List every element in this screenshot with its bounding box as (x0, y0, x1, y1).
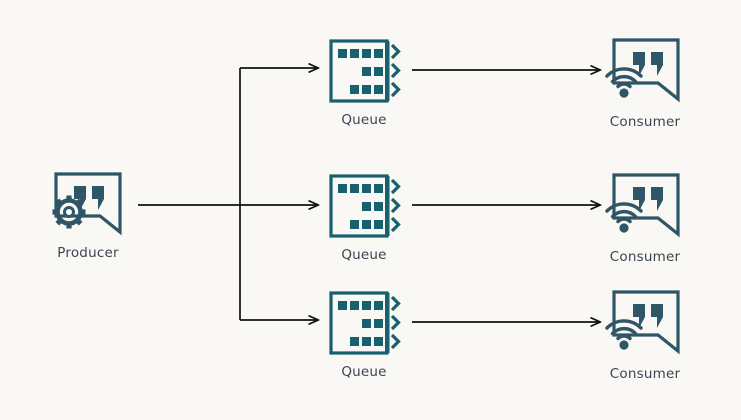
consumer-1-icon-box (604, 33, 686, 109)
speech-bubble-wifi-icon (605, 173, 680, 238)
consumer-3-icon-box (604, 285, 686, 361)
speech-bubble-wifi-icon (605, 38, 680, 103)
consumer-1-label: Consumer (609, 114, 681, 130)
queue-2-icon-box (325, 170, 403, 242)
producer-label: Producer (57, 245, 119, 261)
queue-icon (329, 291, 401, 355)
node-queue-2[interactable]: Queue (325, 170, 403, 263)
consumer-2-label: Consumer (609, 249, 681, 265)
queue-3-icon-box (325, 287, 403, 359)
node-consumer-1[interactable]: Consumer (604, 33, 686, 130)
queue-1-label: Queue (341, 112, 387, 128)
node-consumer-3[interactable]: Consumer (604, 285, 686, 382)
queue-2-label: Queue (341, 247, 387, 263)
node-consumer-2[interactable]: Consumer (604, 168, 686, 265)
speech-bubble-gear-icon (52, 172, 122, 236)
queue-1-icon-box (325, 35, 403, 107)
queue-3-label: Queue (341, 364, 387, 380)
speech-bubble-wifi-icon (605, 290, 680, 355)
producer-icon-box (48, 168, 128, 240)
queue-icon (329, 39, 401, 103)
node-queue-1[interactable]: Queue (325, 35, 403, 128)
queue-icon (329, 174, 401, 238)
consumer-2-icon-box (604, 168, 686, 244)
node-queue-3[interactable]: Queue (325, 287, 403, 380)
consumer-3-label: Consumer (609, 366, 681, 382)
node-producer[interactable]: Producer (48, 168, 128, 261)
